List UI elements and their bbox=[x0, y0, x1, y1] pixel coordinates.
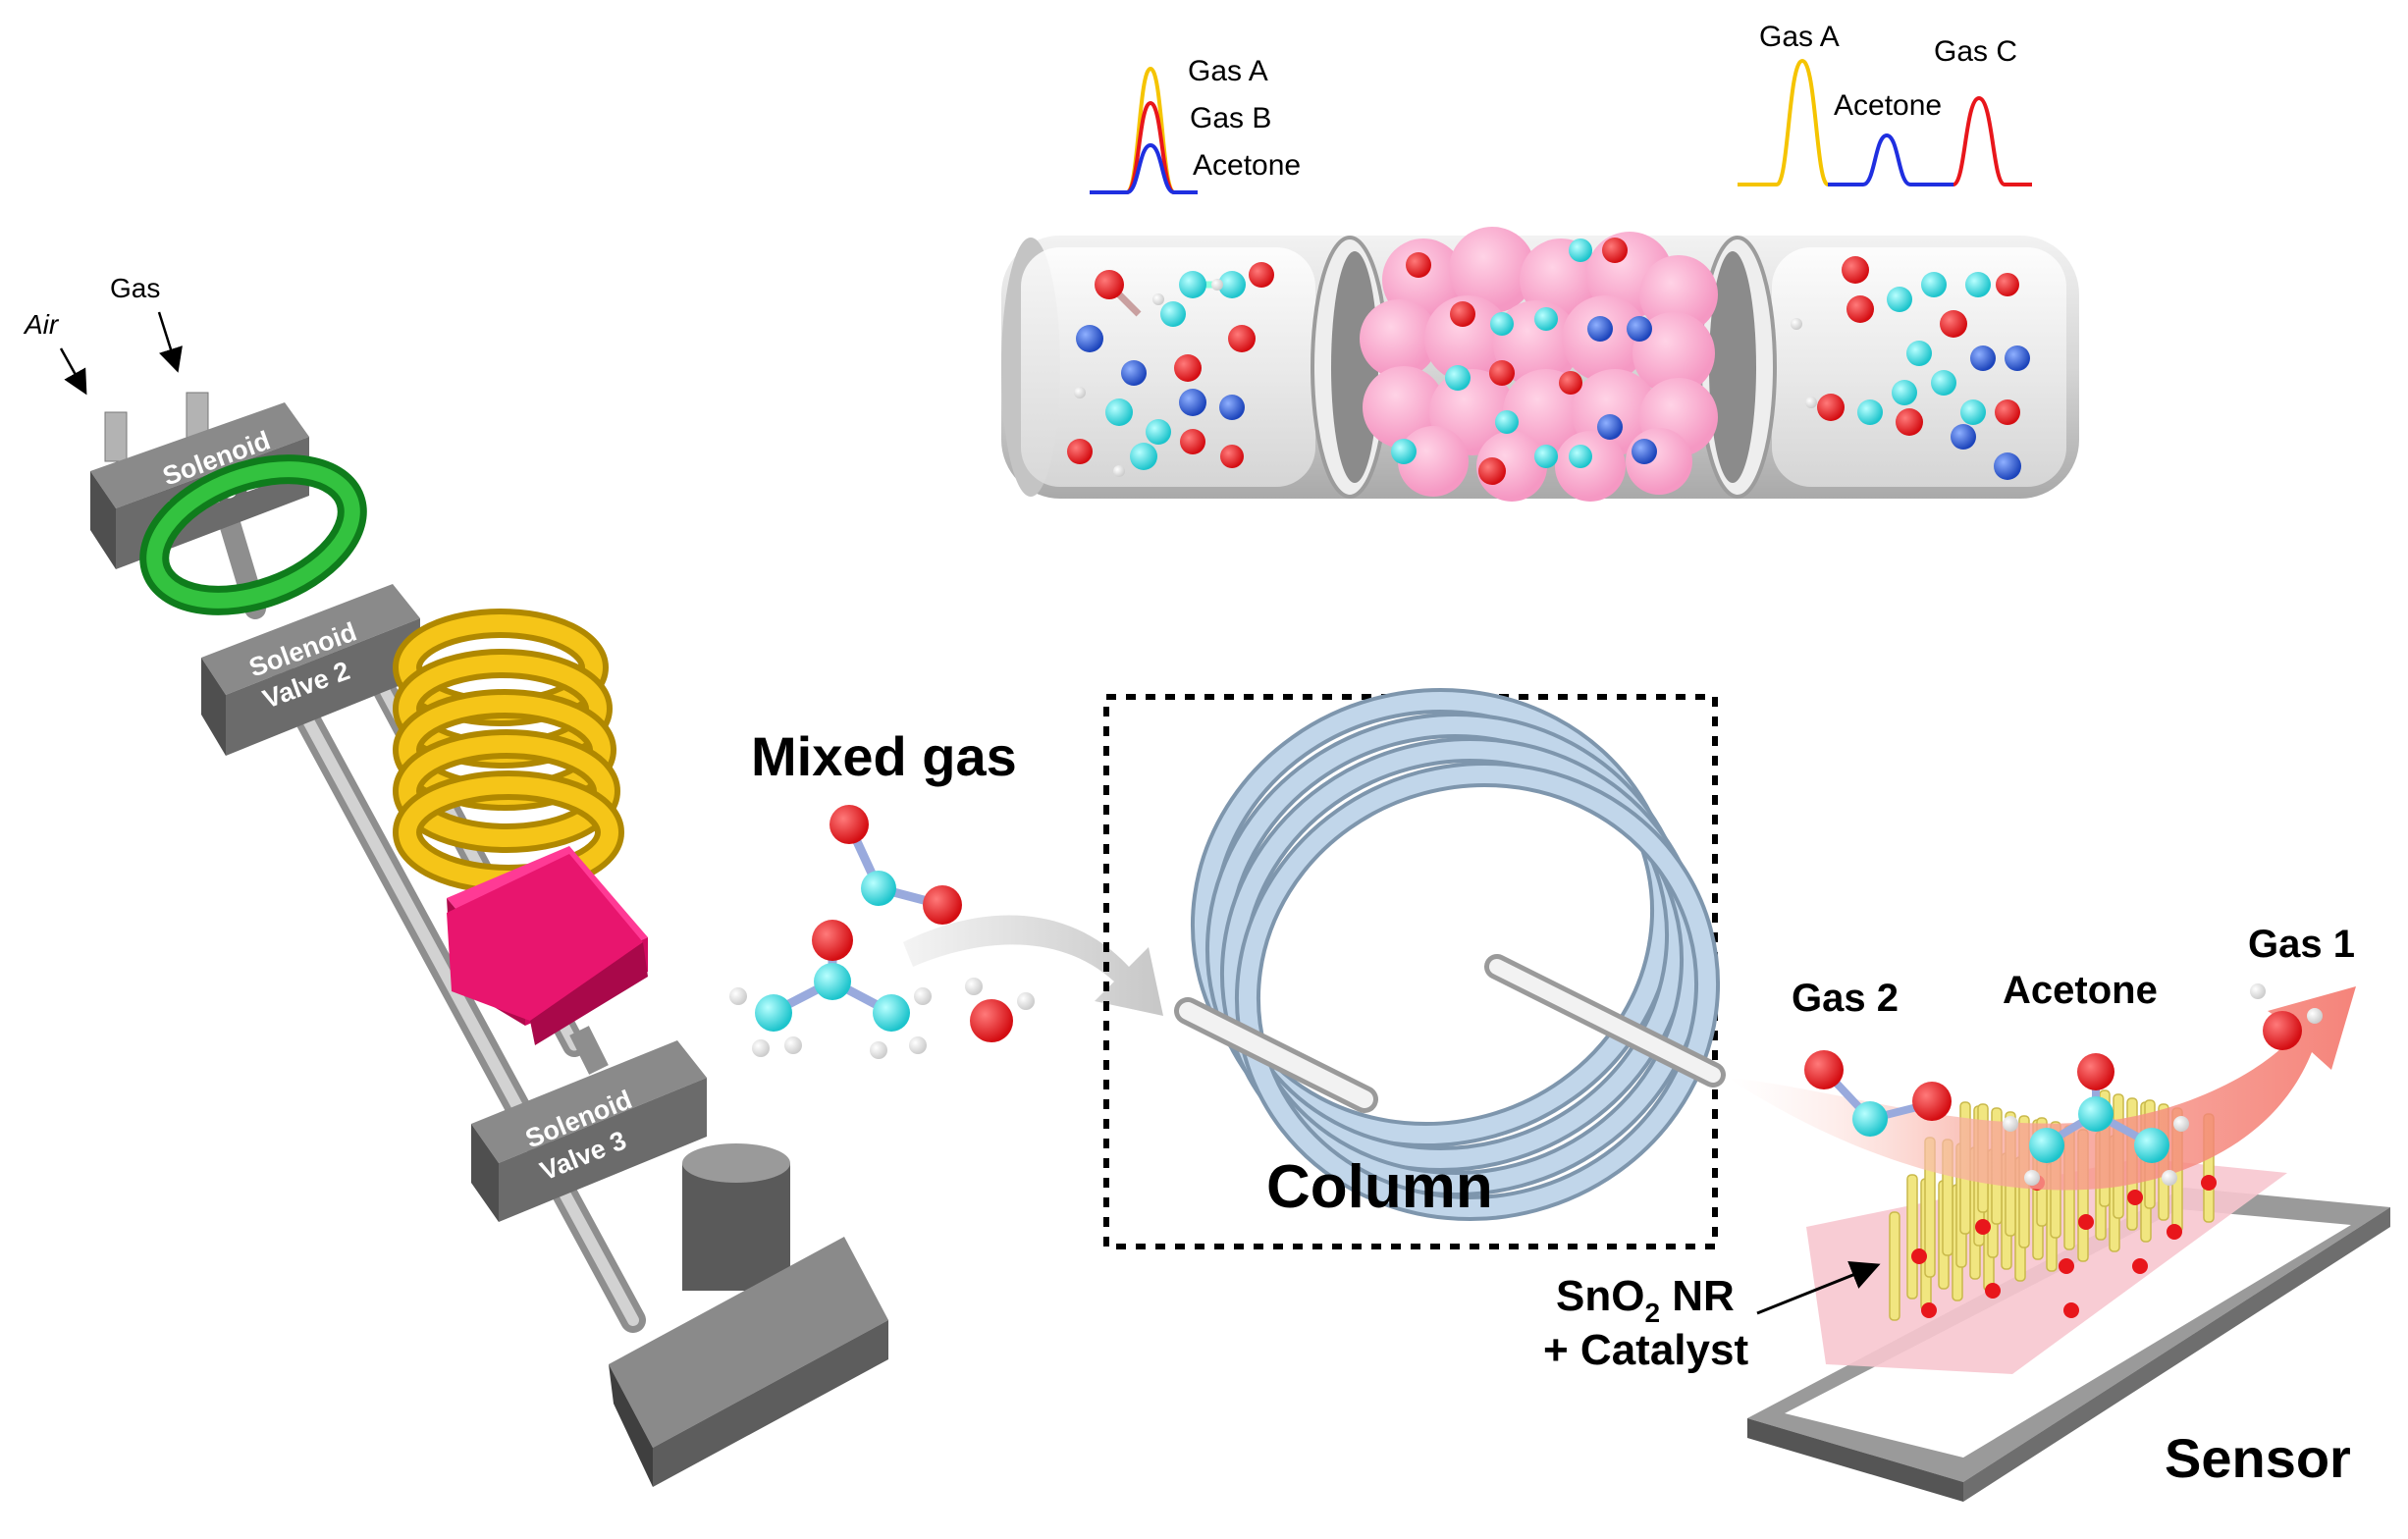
inflow-arrow bbox=[903, 915, 1163, 1016]
catalyst-label: + Catalyst bbox=[1543, 1326, 1748, 1374]
peak-acetone-before bbox=[1090, 142, 1198, 194]
sensor-molecules bbox=[1804, 983, 2323, 1186]
pink-block-face bbox=[447, 854, 643, 1021]
label-gas-a-before: Gas A bbox=[1188, 55, 1268, 87]
pump bbox=[609, 1143, 888, 1487]
column-label: Column bbox=[1266, 1153, 1493, 1221]
gas-2-label: Gas 2 bbox=[1792, 977, 1899, 1020]
sensor-flow-arrow bbox=[1728, 986, 2356, 1191]
mixed-gas-label: Mixed gas bbox=[751, 725, 1017, 787]
peak-gas-b-before bbox=[1125, 100, 1176, 194]
peak-gas-a-after bbox=[1738, 58, 1830, 186]
sensing-material-label: SnO2 NR bbox=[1556, 1272, 1735, 1328]
tube-right-chamber bbox=[1772, 247, 2066, 487]
sensor-assembly: Gas 2 Acetone Gas 1 SnO2 NR + Catalyst S… bbox=[1543, 923, 2390, 1502]
label-acetone-before: Acetone bbox=[1193, 149, 1301, 182]
gas-inlet-label: Gas bbox=[110, 273, 160, 303]
tube-left-chamber bbox=[1021, 247, 1315, 487]
nanorod bbox=[1889, 1211, 1900, 1321]
valve-assembly: Air Gas Solenoid Valve 1 Solenoid bbox=[23, 273, 888, 1487]
label-acetone-after: Acetone bbox=[1834, 89, 1942, 122]
peak-gas-a-before bbox=[1090, 66, 1198, 194]
label-gas-a-after: Gas A bbox=[1759, 21, 1840, 53]
air-inlet-arrow bbox=[59, 347, 87, 396]
acetone-sensor-label: Acetone bbox=[2003, 969, 2158, 1012]
tube-molecules bbox=[1067, 238, 2030, 485]
heater-coil bbox=[393, 609, 624, 894]
peaks-after-separation: Gas A Acetone Gas C bbox=[1738, 21, 2032, 186]
peak-acetone-after bbox=[1828, 133, 1953, 186]
nanorod bbox=[1906, 1174, 1918, 1300]
material-pointer-arrow bbox=[1756, 1260, 1881, 1315]
label-gas-c-after: Gas C bbox=[1934, 35, 2017, 68]
solenoid-valve-3: Solenoid Valve 3 bbox=[471, 1040, 707, 1222]
gas-1-label: Gas 1 bbox=[2248, 923, 2355, 966]
column-cross-section bbox=[1001, 227, 2079, 502]
air-inlet-label: Air bbox=[23, 309, 60, 340]
peak-gas-c-after bbox=[1952, 95, 2032, 186]
peaks-before-separation: Gas A Gas B Acetone bbox=[1090, 55, 1301, 194]
sensor-label: Sensor bbox=[2165, 1427, 2351, 1489]
label-gas-b-before: Gas B bbox=[1190, 102, 1271, 134]
gas-inlet-arrow bbox=[157, 311, 183, 373]
mixed-gas-molecules bbox=[729, 805, 1035, 1059]
air-inlet-pipe bbox=[104, 411, 128, 462]
